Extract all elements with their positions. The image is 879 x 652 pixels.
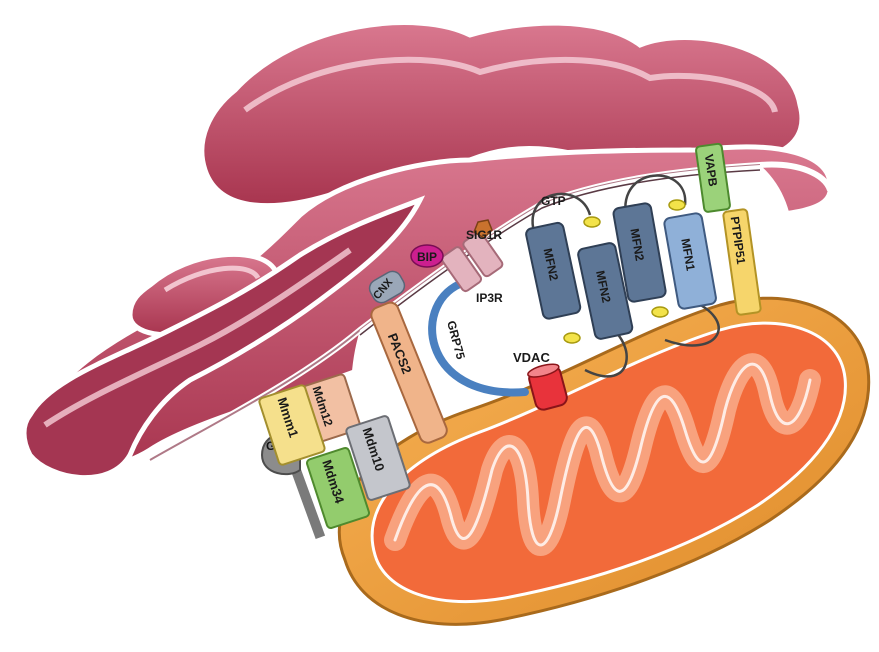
gtp-oval [584,217,600,227]
ip3r-label: IP3R [476,291,503,305]
gtp-oval [669,200,685,210]
bip-label: BIP [417,250,437,264]
gtp-oval [652,307,668,317]
gtp-label: GTP [541,194,566,208]
gtp-oval [564,333,580,343]
sig1r-label: SIG1R [466,228,502,242]
vdac-label: VDAC [513,350,550,365]
